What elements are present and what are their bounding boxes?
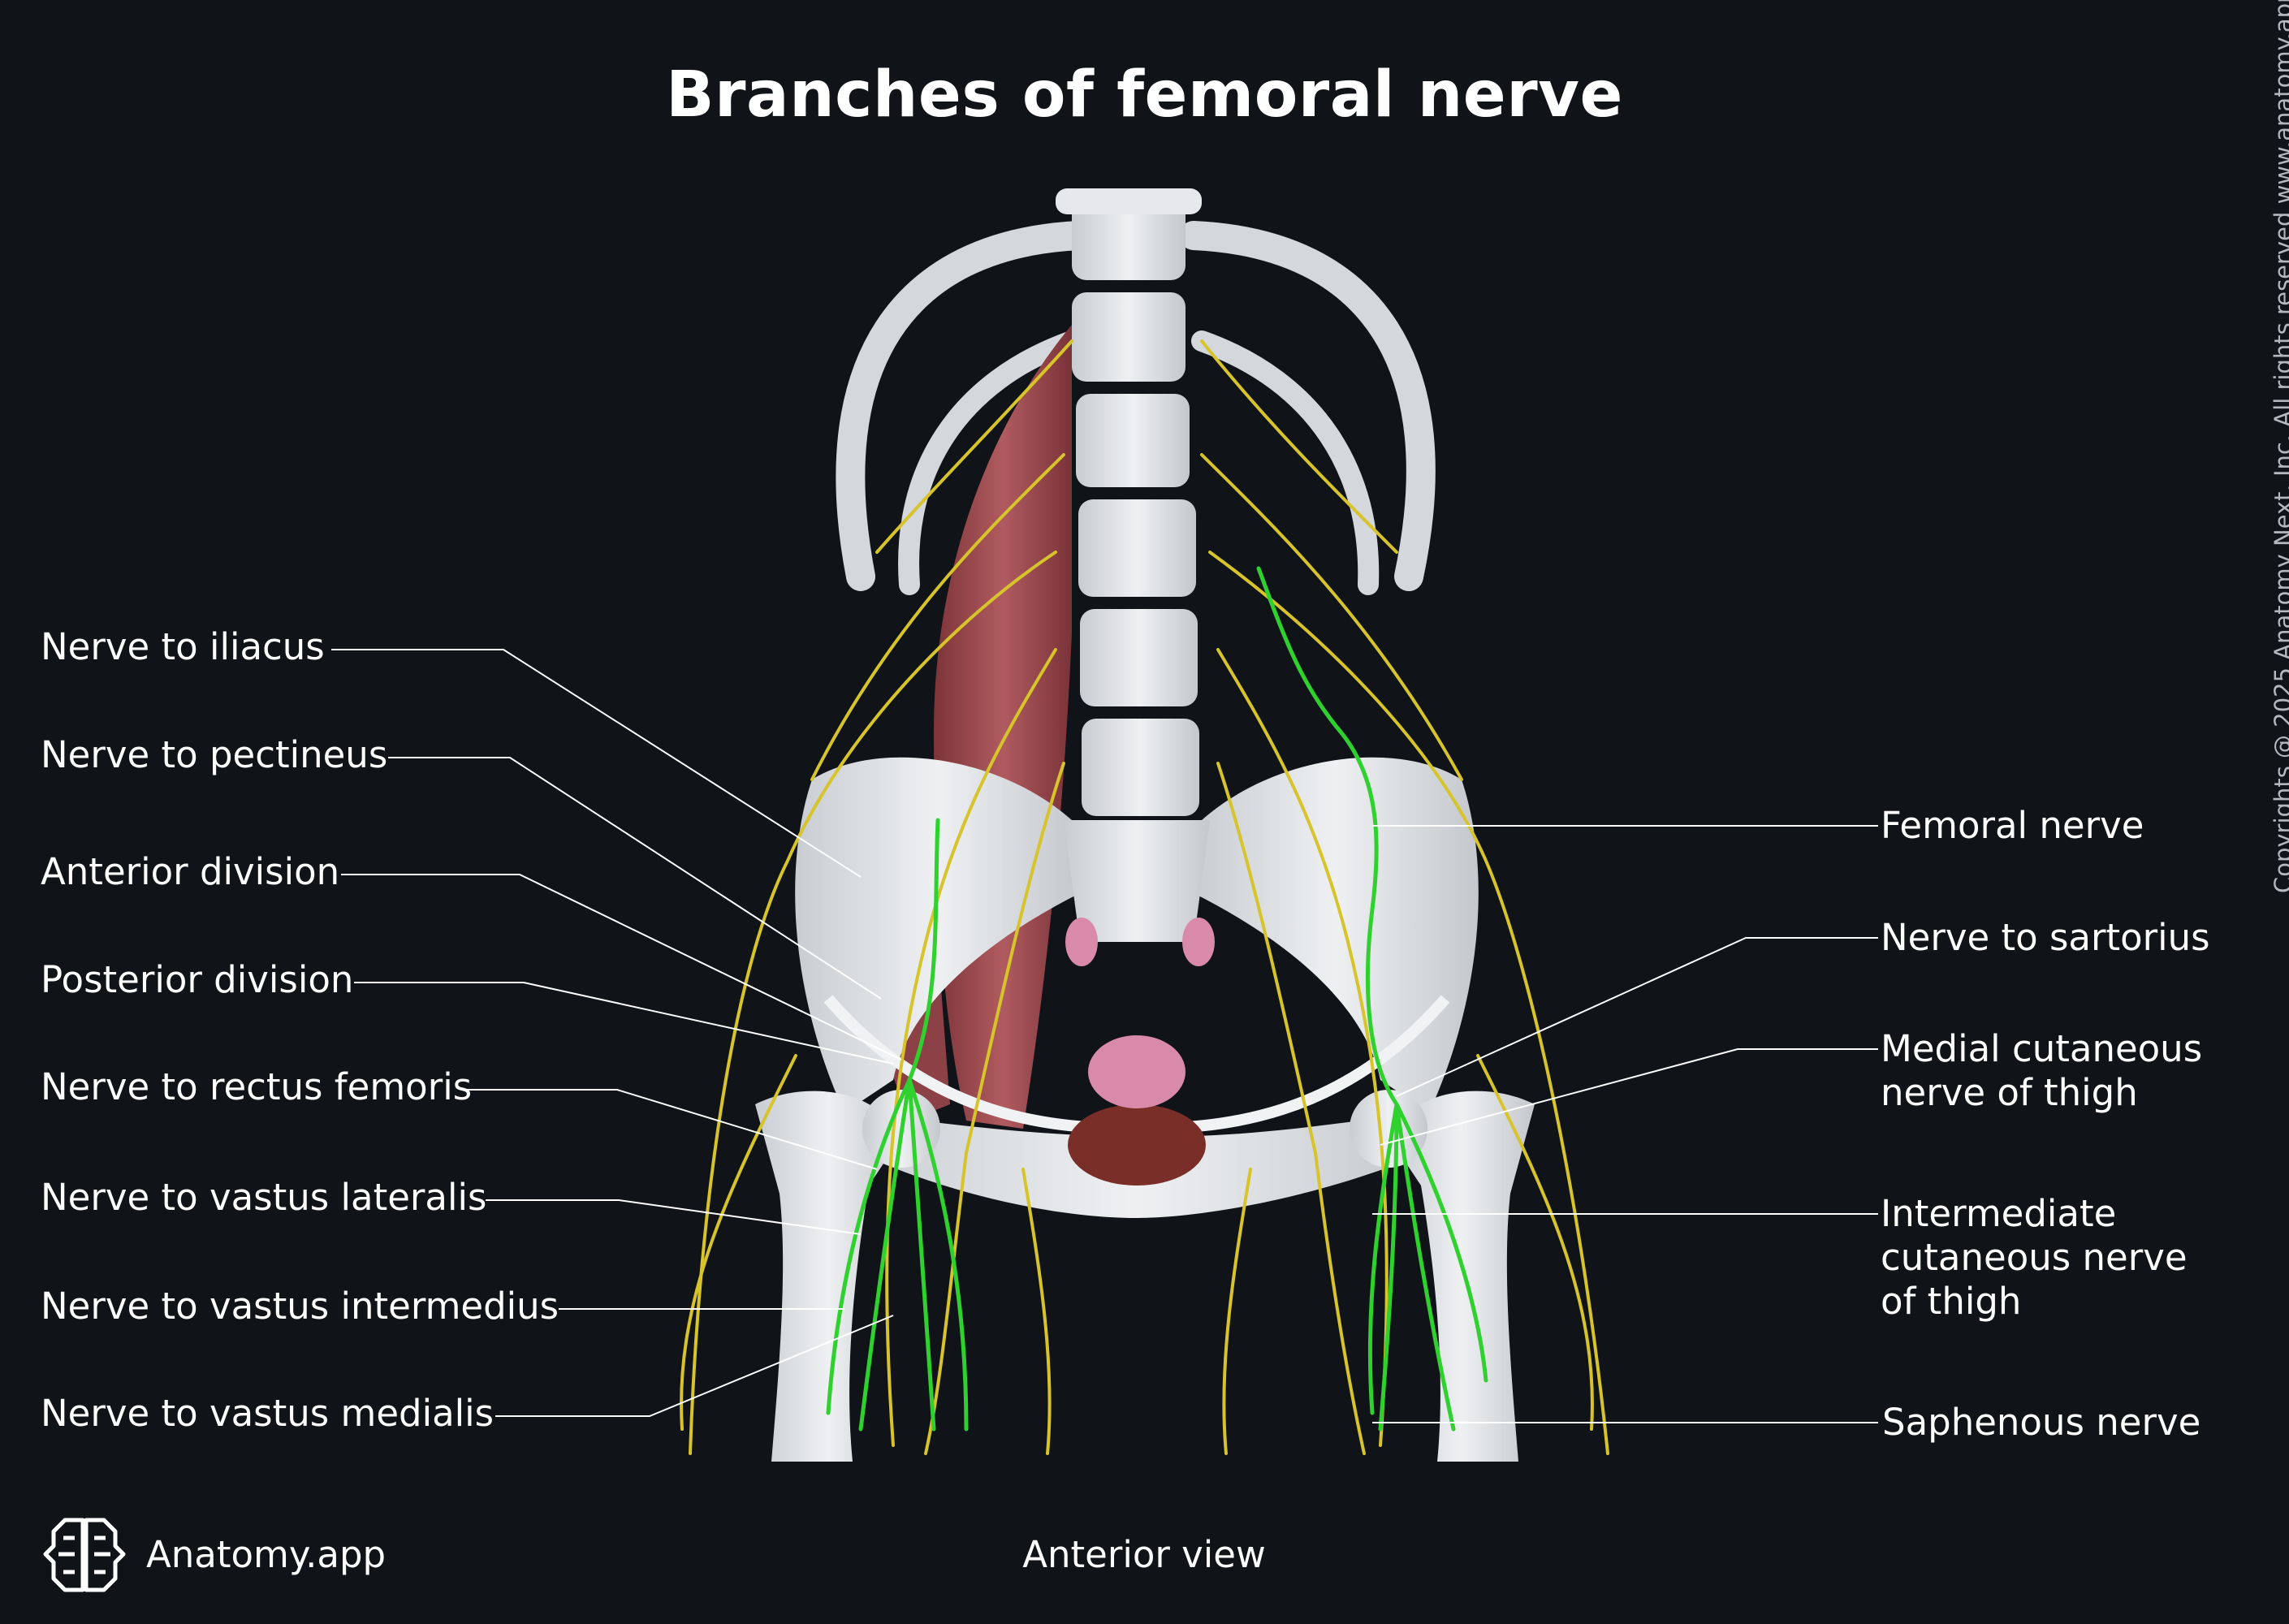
copyright-notice: Copyrights @ 2025 Anatomy Next, Inc. All… [2270, 0, 2289, 893]
brand-name: Anatomy.app [146, 1533, 387, 1576]
leader-lines-right [1372, 825, 1878, 1423]
leader-posterior-division [354, 982, 894, 1065]
psoas-muscle [934, 325, 1072, 1129]
diagram-title: Branches of femoral nerve [666, 58, 1623, 132]
leader-lines-left [331, 649, 902, 1417]
label-posterior-division: Posterior division [41, 958, 354, 1001]
leader-nerve-to-vastus-lateralis [486, 1199, 862, 1235]
label-femoral-nerve: Femoral nerve [1881, 804, 2144, 847]
uterus [1088, 1035, 1186, 1108]
label-nerve-to-rectus-femoris: Nerve to rectus femoris [41, 1065, 473, 1108]
label-nerve-to-vastus-medialis: Nerve to vastus medialis [41, 1392, 495, 1435]
leader-anterior-division [341, 874, 902, 1060]
leader-nerve-to-sartorius [1396, 937, 1878, 1097]
label-nerve-to-iliacus: Nerve to iliacus [41, 625, 325, 668]
leader-medial-cutaneous-nerve [1380, 1048, 1878, 1146]
label-nerve-to-sartorius: Nerve to sartorius [1881, 916, 2210, 959]
right-ovary [1182, 918, 1215, 966]
label-nerve-to-vastus-lateralis: Nerve to vastus lateralis [41, 1176, 487, 1219]
femoral-nerve-branches [826, 566, 1488, 1432]
leader-nerve-to-iliacus [331, 649, 862, 878]
label-nerve-to-pectineus: Nerve to pectineus [41, 733, 388, 776]
brain-logo-icon [43, 1518, 126, 1592]
label-intermediate-cutaneous-nerve-of-thigh: Intermediate cutaneous nerve of thigh [1881, 1192, 2188, 1323]
view-caption: Anterior view [1022, 1533, 1266, 1576]
leader-nerve-to-rectus-femoris [466, 1089, 878, 1170]
left-ovary [1065, 918, 1098, 966]
bladder [1068, 1104, 1206, 1186]
lumbar-plexus-nerves [680, 339, 1609, 1455]
leader-nerve-to-vastus-medialis [495, 1315, 894, 1417]
femora [755, 1090, 1535, 1462]
leader-nerve-to-pectineus [388, 757, 882, 1000]
label-nerve-to-vastus-intermedius: Nerve to vastus intermedius [41, 1285, 559, 1328]
label-saphenous-nerve: Saphenous nerve [1882, 1401, 2201, 1444]
ribs [836, 221, 1436, 595]
label-medial-cutaneous-nerve-of-thigh: Medial cutaneous nerve of thigh [1881, 1027, 2203, 1114]
label-anterior-division: Anterior division [41, 850, 340, 893]
lumbar-spine [1056, 188, 1202, 816]
